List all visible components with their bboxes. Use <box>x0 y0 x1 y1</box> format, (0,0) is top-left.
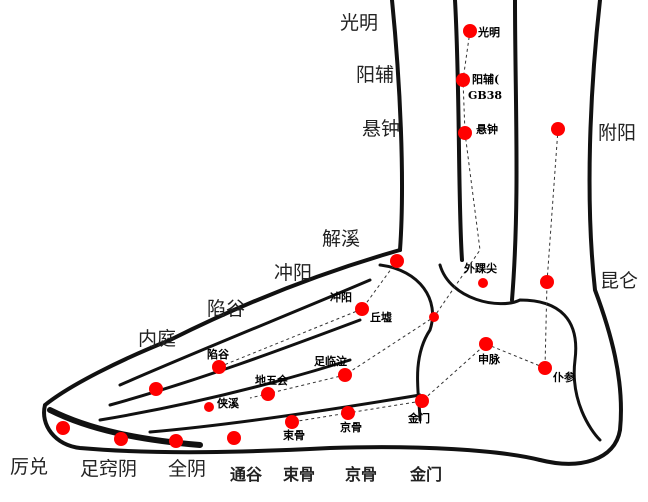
label-lidui: 厉兑 <box>10 456 49 478</box>
acupoint-dot-zuqiaoyin <box>114 432 128 446</box>
acupoint-dot-jinggu <box>341 406 355 420</box>
label-jinmen: 金门 <box>410 465 443 484</box>
point-label-chongyang: 冲阳 <box>330 291 352 304</box>
acupoint-dot-tonggu <box>227 431 241 445</box>
acupoint-dot-kunlun <box>540 275 554 289</box>
label-xuanzhong: 悬钟 <box>362 118 401 140</box>
point-label-yangfu: 阳辅( <box>472 73 500 86</box>
acupoint-dot-fuyang <box>551 122 565 136</box>
label-neiting: 内庭 <box>138 328 177 350</box>
label-chongyang: 冲阳 <box>274 262 313 284</box>
point-label-guangming: 光明 <box>478 26 500 39</box>
acupoint-dot-zulinqi <box>338 368 352 382</box>
acupoint-dot-xiaxi <box>204 402 214 412</box>
acupoint-dot-chongyang <box>355 302 369 316</box>
acupoint-dot-diwuhui <box>261 387 275 401</box>
label-shugu: 束骨 <box>283 465 316 484</box>
acupoint-dot-jinmen <box>415 394 429 408</box>
label-guangming: 光明 <box>340 12 379 34</box>
point-label-diwuhui: 地五会 <box>255 374 288 387</box>
acupoint-dot-shenmai <box>479 337 493 351</box>
point-label-jinggu: 京骨 <box>340 421 362 434</box>
point-label-shugu: 束骨 <box>283 429 305 442</box>
acupoint-dot-zhiyin <box>169 434 183 448</box>
acupoint-dot-waihuaijian <box>478 278 488 288</box>
acupoint-dot-qiuxu <box>429 312 439 322</box>
acupoint-dot-pucan <box>538 361 552 375</box>
point-label-pucan: 仆参 <box>553 371 575 384</box>
acupoint-dot-lidui <box>56 421 70 435</box>
label-zuqiaoyin: 足窍阴 <box>80 458 138 480</box>
label-yangfu: 阳辅 <box>356 64 395 86</box>
point-label-yangfu-code: GB38 <box>468 89 502 102</box>
point-label-xiaxi: 侠溪 <box>217 397 239 410</box>
point-label-shenmai: 申脉 <box>478 353 500 366</box>
acupoint-dot-jiexi <box>390 254 404 268</box>
point-label-jinmen: 金门 <box>408 412 430 425</box>
point-label-qiuxu: 丘墟 <box>370 311 392 324</box>
point-label-waihuaijian: 外踝尖 <box>464 262 497 275</box>
label-kunlun: 昆仑 <box>600 270 639 292</box>
point-label-zulinqi: 足临泣 <box>314 355 347 368</box>
label-fuyang: 附阳 <box>598 122 637 144</box>
label-xiangu: 陷谷 <box>207 298 246 320</box>
label-zhiyin: 全阴 <box>168 458 207 480</box>
acupoint-dot-xiangu <box>212 360 226 374</box>
acupoint-dot-guangming <box>463 24 477 38</box>
acupoint-dot-yangfu <box>456 73 470 87</box>
point-label-xuanzhong: 悬钟 <box>476 123 498 136</box>
label-tonggu: 通谷 <box>230 465 263 484</box>
point-label-xiangu: 陷谷 <box>207 348 229 361</box>
acupoint-dot-xuanzhong <box>458 126 472 140</box>
acupoint-dot-neiting <box>149 382 163 396</box>
acupoint-dot-shugu <box>285 415 299 429</box>
label-jiexi: 解溪 <box>322 228 361 250</box>
label-jinggu: 京骨 <box>345 465 378 484</box>
